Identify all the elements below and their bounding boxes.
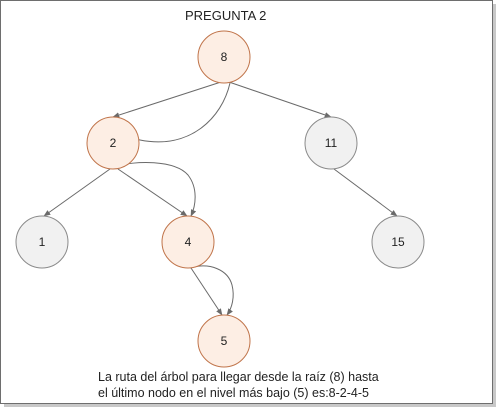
path-arrow-n2-n4	[113, 161, 197, 217]
tree-node-4: 4	[161, 215, 215, 269]
edge-n11-n15	[333, 168, 398, 217]
caption-line-2: el último nodo en el nivel más bajo (5) …	[98, 386, 369, 400]
tree-node-8: 8	[197, 30, 251, 84]
tree-node-1: 1	[15, 215, 69, 269]
tree-node-2: 2	[86, 116, 140, 170]
node-label: 15	[391, 235, 405, 249]
edge-n2-n1	[43, 168, 111, 217]
edge-n2-n4	[117, 168, 188, 217]
frame-shadow	[4, 404, 496, 407]
tree-node-5: 5	[197, 314, 251, 368]
node-circle	[86, 116, 140, 170]
node-label: 8	[221, 50, 228, 64]
path-arrow-n4-n5	[189, 265, 234, 316]
node-circle	[15, 215, 69, 269]
node-circle	[371, 215, 425, 269]
node-label: 1	[39, 235, 46, 249]
edge-n8-n2	[112, 81, 222, 118]
node-label: 4	[185, 235, 192, 249]
tree-node-11: 11	[304, 116, 358, 170]
tree-node-15: 15	[371, 215, 425, 269]
node-label: 11	[325, 136, 338, 150]
node-label: 2	[110, 136, 117, 150]
answer-caption: La ruta del árbol para llegar desde la r…	[98, 369, 428, 401]
node-circle	[197, 30, 251, 84]
node-circle	[197, 314, 251, 368]
edge-n8-n11	[228, 81, 332, 118]
caption-line-1: La ruta del árbol para llegar desde la r…	[98, 370, 379, 384]
edge-n4-n5	[190, 267, 223, 316]
frame-shadow	[493, 4, 496, 407]
node-label: 5	[221, 334, 228, 348]
page-title: PREGUNTA 2	[185, 8, 267, 23]
node-circle	[304, 116, 358, 170]
node-circle	[161, 215, 215, 269]
